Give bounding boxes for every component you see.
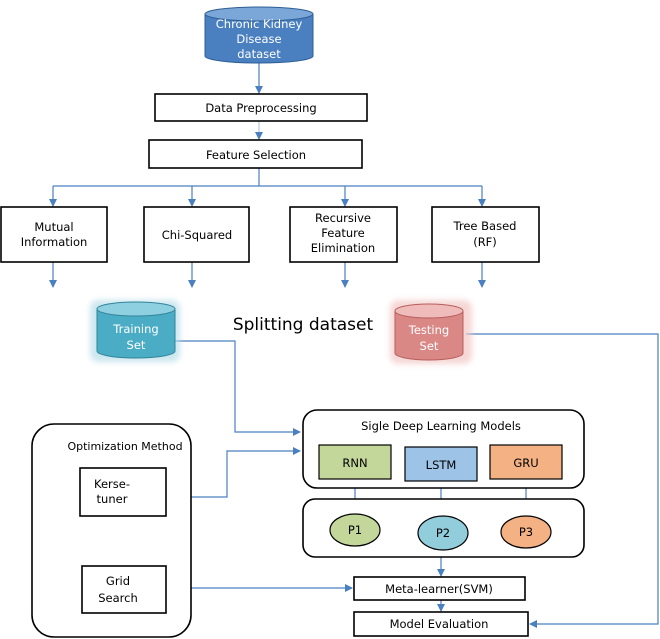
meta-learner-label: Meta-learner(SVM) xyxy=(385,582,493,596)
lstm-label: LSTM xyxy=(426,458,457,472)
lstm-box: LSTM xyxy=(404,446,478,482)
feature-selection-label: Feature Selection xyxy=(206,148,306,162)
feature-selection-box: Feature Selection xyxy=(148,139,363,169)
training-label-line1: Training xyxy=(112,322,158,336)
p1-ellipse: P1 xyxy=(329,513,381,547)
models-title: Sigle Deep Learning Models xyxy=(361,419,521,433)
kerse-label-line1: Kerse- xyxy=(94,477,130,491)
arrow-testing-to-evaluation xyxy=(466,333,659,628)
dataset-label-line3: dataset xyxy=(237,47,281,61)
dataset-cylinder: Chronic Kidney Disease dataset xyxy=(204,6,314,64)
mutual-label-line1: Mutual xyxy=(34,220,73,234)
grid-search-box: Grid Search xyxy=(81,565,167,614)
testing-label-line1: Testing xyxy=(408,323,449,337)
model-evaluation-box: Model Evaluation xyxy=(353,611,529,637)
meta-learner-box: Meta-learner(SVM) xyxy=(353,576,526,601)
chi-squared-box: Chi-Squared xyxy=(143,206,250,263)
connectors xyxy=(49,62,659,628)
grid-label-line2: Search xyxy=(98,591,138,605)
splitting-dataset-label: Splitting dataset xyxy=(233,315,374,335)
rnn-label: RNN xyxy=(342,456,367,470)
kerse-tuner-box: Kerse- tuner xyxy=(79,467,167,517)
mutual-label-line2: Information xyxy=(21,235,88,249)
p1-label: P1 xyxy=(348,523,362,537)
testing-set-cylinder: Testing Set xyxy=(390,300,472,364)
rfe-box: Recursive Feature Elimination xyxy=(289,206,398,263)
chi-label: Chi-Squared xyxy=(162,228,232,242)
rnn-box: RNN xyxy=(318,444,392,480)
rfe-label-line2: Feature xyxy=(321,226,364,240)
tree-label-line1: Tree Based xyxy=(453,219,517,233)
rfe-label-line3: Elimination xyxy=(311,241,375,255)
testing-label-line2: Set xyxy=(420,339,439,353)
gru-box: GRU xyxy=(489,444,563,480)
optimization-title: Optimization Method xyxy=(67,440,182,453)
grid-label-line1: Grid xyxy=(106,574,130,588)
rfe-label-line1: Recursive xyxy=(315,211,371,225)
p3-ellipse: P3 xyxy=(500,515,552,549)
tree-based-box: Tree Based (RF) xyxy=(431,206,540,263)
training-label-line2: Set xyxy=(127,338,146,352)
p3-label: P3 xyxy=(519,525,533,539)
training-set-cylinder: Training Set xyxy=(90,300,180,362)
mutual-information-box: Mutual Information xyxy=(0,206,108,263)
tree-label-line2: (RF) xyxy=(473,235,497,249)
arrow-training-to-models xyxy=(174,340,301,436)
gru-label: GRU xyxy=(513,456,538,470)
dataset-label-line2: Disease xyxy=(236,32,281,46)
p2-label: P2 xyxy=(436,526,450,540)
dataset-label-line1: Chronic Kidney xyxy=(216,17,303,31)
arrow-kerse-to-models xyxy=(166,447,301,498)
p2-ellipse: P2 xyxy=(417,515,469,551)
preprocessing-label: Data Preprocessing xyxy=(205,101,316,115)
kerse-label-line2: tuner xyxy=(97,492,128,506)
model-evaluation-label: Model Evaluation xyxy=(390,617,489,631)
preprocessing-box: Data Preprocessing xyxy=(154,93,368,122)
